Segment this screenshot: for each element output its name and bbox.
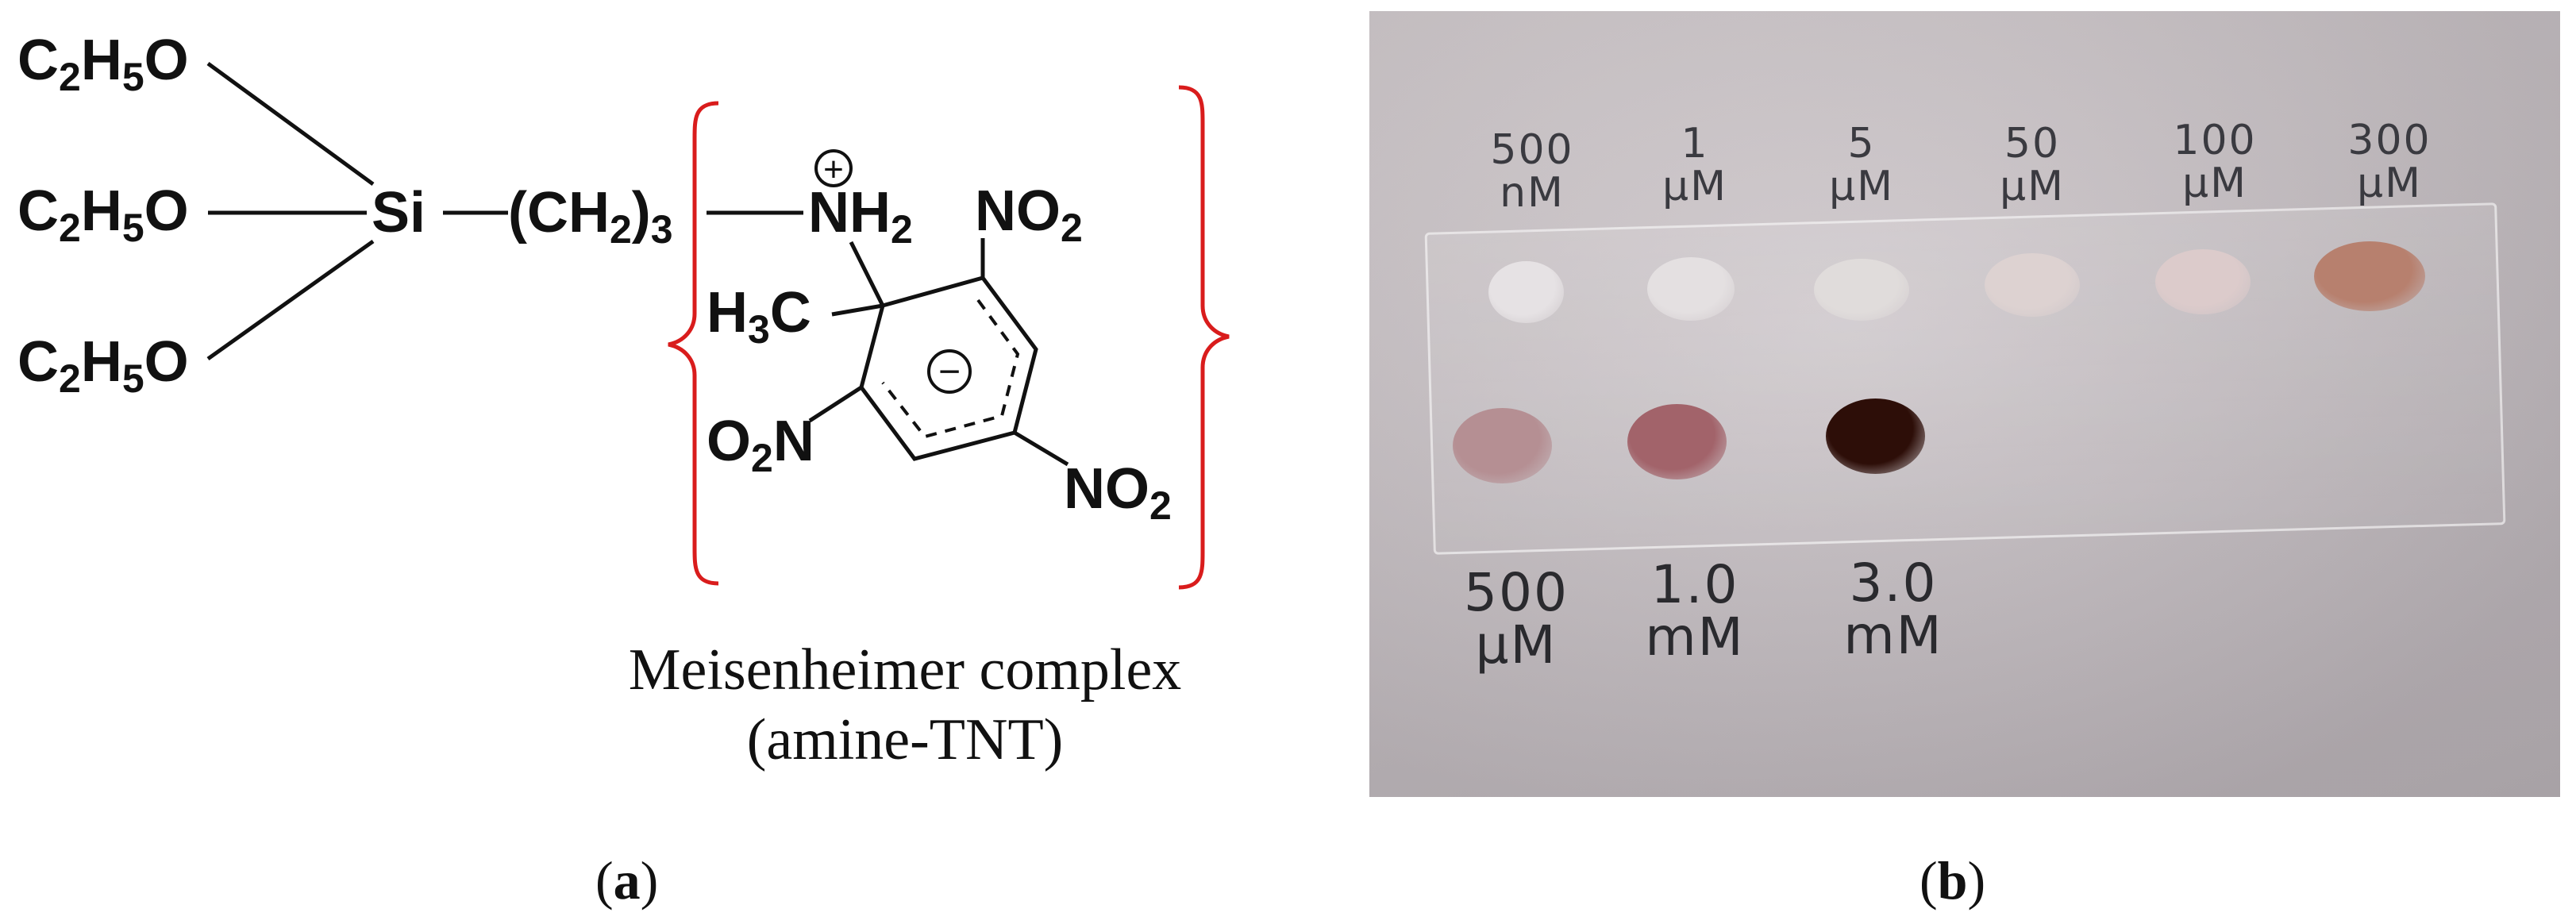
label-top-4-unit: μM [2000, 163, 2065, 210]
sample-spot-top-6 [2314, 241, 2425, 311]
panel-label-a: (a) [595, 850, 659, 911]
positive-charge-icon: + [823, 150, 844, 189]
methyl-group: H3C [707, 281, 811, 352]
label-top-6: 300 μM [2322, 119, 2457, 205]
nitro-group-left: O2N [707, 410, 814, 480]
bond-si-ethoxy-bottom [206, 239, 375, 361]
label-top-3: 5 μM [1802, 122, 1921, 208]
label-top-5-unit: μM [2182, 160, 2247, 207]
panel-label-b: (b) [1919, 850, 1986, 911]
label-bottom-1: 500 μM [1445, 567, 1588, 672]
negative-charge-icon: − [938, 351, 961, 393]
sample-spot-bottom-3 [1826, 398, 1925, 474]
label-top-1: 500 nM [1465, 129, 1600, 214]
label-top-4: 50 μM [1973, 122, 2092, 208]
sample-spot-bottom-2 [1627, 404, 1727, 479]
label-bottom-3: 3.0 mM [1826, 557, 1961, 662]
delocalized-bonds [881, 298, 1020, 439]
bond-nitrogen-ring [849, 241, 885, 307]
propyl-linker: (CH2)3 [508, 181, 673, 252]
sample-spot-top-2 [1647, 257, 1735, 321]
nitro-group-right: NO2 [1064, 457, 1172, 528]
nitro-group-top: NO2 [975, 179, 1083, 250]
bond-si-ethoxy-top [206, 61, 375, 187]
label-top-6-value: 300 [2347, 117, 2432, 164]
ammonium-group: NH2 [808, 181, 913, 252]
label-top-1-unit: nM [1500, 169, 1565, 217]
positive-charge-circle [814, 149, 853, 187]
label-top-1-value: 500 [1490, 126, 1574, 174]
label-bottom-2-value: 1.0 [1650, 554, 1739, 615]
panel-letter-b: b [1937, 850, 1968, 911]
label-top-2: 1 μM [1635, 122, 1754, 208]
label-top-6-unit: μM [2357, 160, 2422, 207]
label-bottom-3-value: 3.0 [1849, 552, 1938, 614]
label-top-3-value: 5 [1847, 120, 1876, 167]
panel-letter-a: a [613, 850, 641, 911]
label-bottom-3-unit: mM [1843, 605, 1943, 666]
ethoxy-group-middle: C2H5O [17, 179, 189, 250]
bond-ring-nitro-left [808, 385, 863, 423]
label-top-3-unit: μM [1829, 163, 1894, 210]
complex-caption-line2: (amine-TNT) [747, 707, 1064, 772]
sample-spot-top-4 [1985, 253, 2080, 317]
sample-spot-top-1 [1488, 261, 1564, 323]
slide-photo: 500 nM 1 μM 5 μM 50 μM 100 μM 300 μM 500… [1369, 11, 2560, 797]
photo-shading [1369, 11, 2560, 797]
sample-spot-top-3 [1814, 259, 1909, 321]
left-bracket [668, 101, 719, 586]
bond-ring-nitro-right [1013, 430, 1069, 467]
negative-charge-circle [927, 349, 972, 394]
label-top-5: 100 μM [2147, 119, 2282, 205]
label-bottom-2-unit: mM [1645, 606, 1745, 668]
ethoxy-group-bottom: C2H5O [17, 330, 189, 401]
silicon-atom: Si [372, 181, 425, 244]
chemical-structure-diagram: C2H5O C2H5O C2H5O Si (CH2)3 + NH2 − H3C … [17, 29, 1230, 772]
sample-spot-bottom-1 [1453, 408, 1552, 483]
label-top-4-value: 50 [2004, 120, 2061, 167]
bond-methyl-ring [831, 303, 884, 317]
label-bottom-2: 1.0 mM [1627, 559, 1762, 664]
label-top-5-value: 100 [2173, 117, 2257, 164]
complex-caption-line1: Meisenheimer complex [629, 637, 1182, 703]
sample-spot-top-5 [2155, 249, 2251, 314]
ethoxy-middle-text: C2H5O [17, 179, 189, 250]
right-bracket [1178, 85, 1230, 590]
ethoxy-bottom-text: C2H5O [17, 330, 189, 401]
label-top-2-value: 1 [1681, 120, 1709, 167]
ethoxy-group-top: C2H5O [17, 29, 189, 99]
label-bottom-1-unit: μM [1475, 614, 1558, 676]
ethoxy-top-text: C2H5O [17, 29, 189, 99]
label-bottom-1-value: 500 [1464, 562, 1569, 623]
label-top-2-unit: μM [1662, 163, 1727, 210]
